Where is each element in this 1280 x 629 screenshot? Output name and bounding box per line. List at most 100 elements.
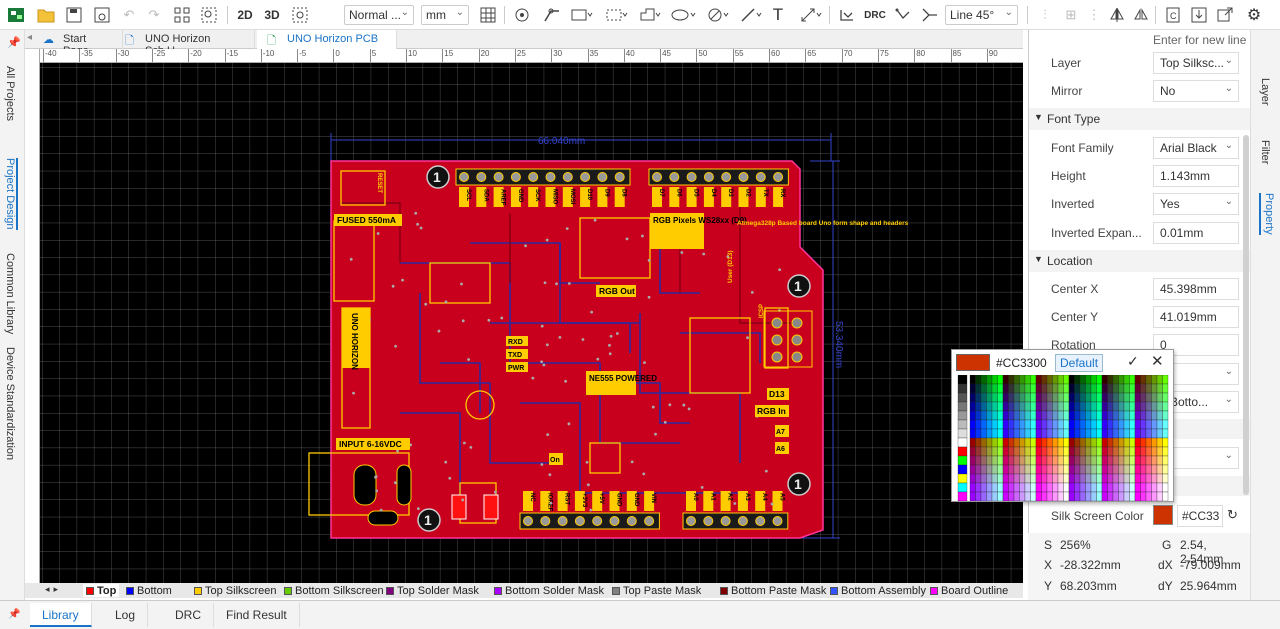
palette-color-cell[interactable] — [975, 401, 982, 412]
palette-color-cell[interactable] — [1123, 410, 1130, 421]
palette-color-cell[interactable] — [1057, 383, 1064, 394]
palette-color-cell[interactable] — [1129, 455, 1136, 466]
palette-color-cell[interactable] — [969, 410, 976, 421]
palette-color-cell[interactable] — [1041, 437, 1048, 448]
palette-color-cell[interactable] — [1008, 464, 1015, 475]
palette-color-cell[interactable] — [1063, 428, 1070, 439]
palette-color-cell[interactable] — [1118, 383, 1125, 394]
palette-color-cell[interactable] — [980, 437, 987, 448]
palette-color-cell[interactable] — [1156, 464, 1163, 475]
tab-project-design[interactable]: Project Design — [4, 158, 18, 230]
palette-color-cell[interactable] — [1101, 392, 1108, 403]
palette-color-cell[interactable] — [1041, 482, 1048, 493]
palette-color-cell[interactable] — [1024, 392, 1031, 403]
tab-device-standardization[interactable]: Device Standardization — [4, 347, 16, 461]
palette-color-cell[interactable] — [1107, 392, 1114, 403]
palette-color-cell[interactable] — [1035, 437, 1042, 448]
palette-color-cell[interactable] — [997, 446, 1004, 457]
palette-color-cell[interactable] — [1151, 491, 1158, 501]
palette-color-cell[interactable] — [1134, 455, 1141, 466]
palette-color-cell[interactable] — [1090, 446, 1097, 457]
palette-color-cell[interactable] — [1112, 446, 1119, 457]
palette-color-cell[interactable] — [1079, 473, 1086, 484]
pin-icon[interactable]: 📌 — [8, 609, 21, 620]
palette-color-cell[interactable] — [1068, 419, 1075, 430]
palette-color-cell[interactable] — [1068, 464, 1075, 475]
palette-color-cell[interactable] — [1063, 410, 1070, 421]
palette-color-cell[interactable] — [1151, 419, 1158, 430]
app-menu-icon[interactable] — [4, 4, 30, 26]
palette-color-cell[interactable] — [957, 392, 968, 403]
palette-color-cell[interactable] — [991, 392, 998, 403]
palette-color-cell[interactable] — [1129, 392, 1136, 403]
redo-icon[interactable]: ↷ — [148, 7, 160, 22]
palette-color-cell[interactable] — [980, 446, 987, 457]
palette-color-cell[interactable] — [1046, 410, 1053, 421]
palette-color-cell[interactable] — [980, 419, 987, 430]
palette-color-cell[interactable] — [1118, 473, 1125, 484]
route-track-icon[interactable] — [540, 4, 564, 26]
palette-color-cell[interactable] — [1030, 401, 1037, 412]
palette-color-cell[interactable] — [1002, 401, 1009, 412]
palette-color-cell[interactable] — [1101, 464, 1108, 475]
palette-color-cell[interactable] — [1156, 383, 1163, 394]
palette-color-cell[interactable] — [1052, 401, 1059, 412]
open-folder-icon[interactable] — [36, 4, 56, 26]
layer-item-top[interactable]: Top — [83, 584, 120, 597]
palette-color-cell[interactable] — [1156, 482, 1163, 493]
palette-color-cell[interactable] — [1013, 455, 1020, 466]
palette-color-cell[interactable] — [1074, 419, 1081, 430]
palette-color-cell[interactable] — [1162, 455, 1169, 466]
inverted-select[interactable]: Yes⌄ — [1153, 193, 1239, 215]
palette-color-cell[interactable] — [957, 401, 968, 412]
palette-color-cell[interactable] — [1074, 473, 1081, 484]
tab-scroll-icon[interactable]: ◂ — [27, 32, 33, 43]
palette-color-cell[interactable] — [1162, 446, 1169, 457]
palette-color-cell[interactable] — [969, 392, 976, 403]
palette-color-cell[interactable] — [1013, 491, 1020, 501]
palette-color-cell[interactable] — [1041, 428, 1048, 439]
tab-layer[interactable]: Layer — [1259, 78, 1271, 106]
palette-color-cell[interactable] — [1030, 473, 1037, 484]
palette-color-cell[interactable] — [1101, 437, 1108, 448]
palette-color-cell[interactable] — [986, 428, 993, 439]
palette-color-cell[interactable] — [997, 419, 1004, 430]
palette-color-cell[interactable] — [1024, 410, 1031, 421]
palette-color-cell[interactable] — [1118, 455, 1125, 466]
palette-color-cell[interactable] — [1156, 446, 1163, 457]
palette-color-cell[interactable] — [991, 383, 998, 394]
palette-color-cell[interactable] — [1063, 392, 1070, 403]
palette-color-cell[interactable] — [1030, 455, 1037, 466]
palette-color-cell[interactable] — [1129, 491, 1136, 501]
palette-color-cell[interactable] — [957, 375, 968, 385]
palette-color-cell[interactable] — [1107, 419, 1114, 430]
palette-color-cell[interactable] — [1151, 401, 1158, 412]
palette-color-cell[interactable] — [1024, 419, 1031, 430]
tab-filter[interactable]: Filter — [1259, 140, 1271, 165]
layer-item-bottom-silkscreen[interactable]: Bottom Silkscreen — [281, 584, 387, 597]
palette-color-cell[interactable] — [1052, 419, 1059, 430]
palette-color-cell[interactable] — [1030, 410, 1037, 421]
palette-color-cell[interactable] — [1090, 392, 1097, 403]
palette-color-cell[interactable] — [1096, 455, 1103, 466]
palette-color-cell[interactable] — [1134, 410, 1141, 421]
fit-grid-icon[interactable] — [172, 4, 192, 26]
palette-color-cell[interactable] — [1151, 410, 1158, 421]
palette-color-cell[interactable] — [969, 446, 976, 457]
palette-color-cell[interactable] — [1002, 473, 1009, 484]
palette-color-cell[interactable] — [997, 410, 1004, 421]
palette-color-cell[interactable] — [1052, 392, 1059, 403]
palette-color-cell[interactable] — [1052, 473, 1059, 484]
palette-color-cell[interactable] — [1074, 464, 1081, 475]
palette-color-cell[interactable] — [980, 482, 987, 493]
palette-color-cell[interactable] — [1162, 375, 1169, 385]
palette-color-cell[interactable] — [1162, 419, 1169, 430]
palette-color-cell[interactable] — [1024, 428, 1031, 439]
palette-color-cell[interactable] — [986, 491, 993, 501]
palette-color-cell[interactable] — [1145, 401, 1152, 412]
palette-color-cell[interactable] — [1151, 383, 1158, 394]
palette-color-cell[interactable] — [1046, 455, 1053, 466]
palette-color-cell[interactable] — [1101, 410, 1108, 421]
palette-color-cell[interactable] — [1112, 419, 1119, 430]
palette-color-cell[interactable] — [1134, 428, 1141, 439]
